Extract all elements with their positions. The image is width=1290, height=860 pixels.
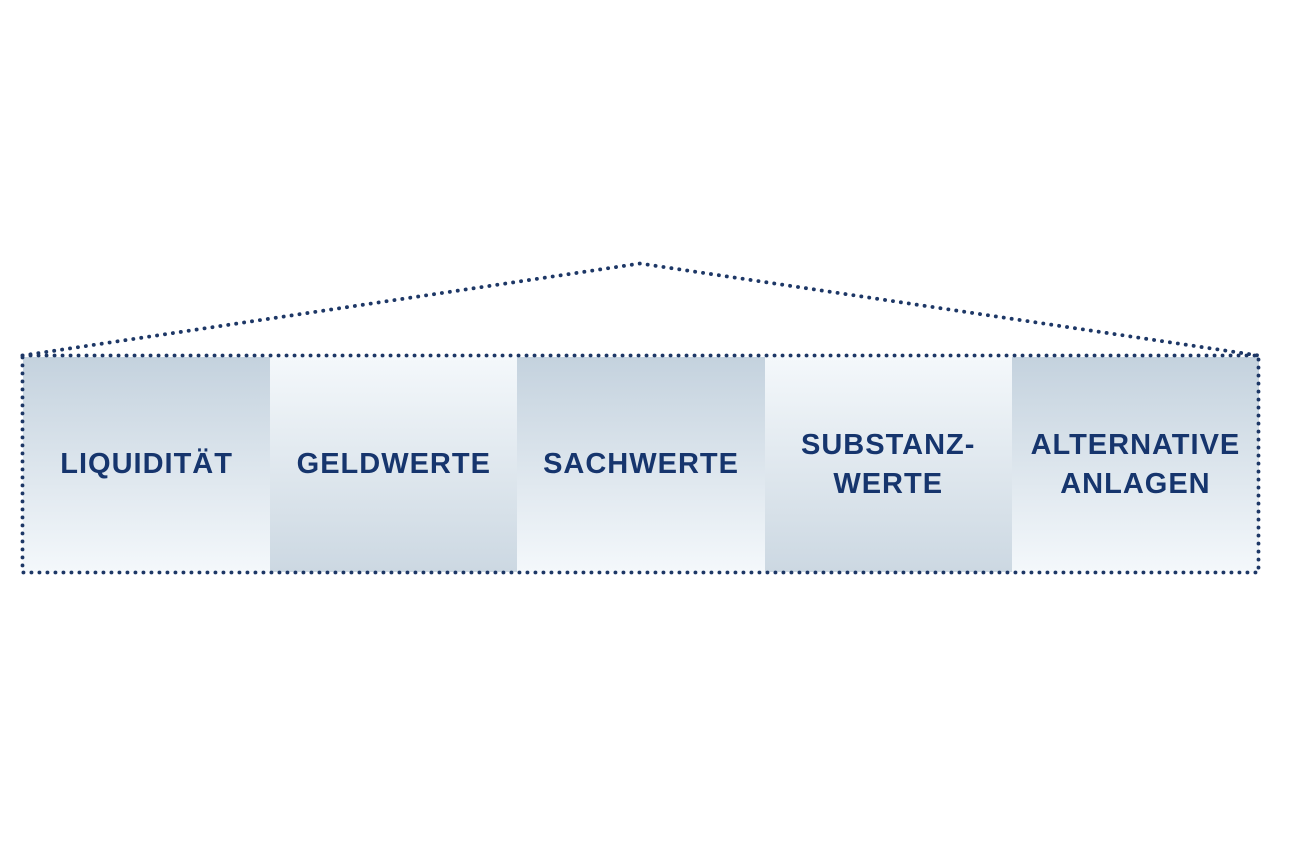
box-liquiditaet: LIQUIDITÄT [23, 357, 271, 572]
asset-class-label: LIQUIDITÄT [60, 448, 233, 480]
box-geldwerte: GELDWERTE [270, 357, 518, 572]
asset-class-label: SUBSTANZ- WERTE [801, 428, 976, 500]
box-sachwerte: SACHWERTE [517, 357, 765, 572]
asset-class-row: LIQUIDITÄT GELDWERTE SACHWERTE SUBSTANZ-… [23, 357, 1260, 572]
asset-class-label: GELDWERTE [296, 448, 491, 480]
box-alternative-anlagen: ALTERNATIVE ANLAGEN [1011, 357, 1260, 572]
asset-class-label: SACHWERTE [543, 448, 739, 480]
asset-class-label: ALTERNATIVE ANLAGEN [1030, 428, 1241, 500]
roof-dotted-line [20, 261, 1261, 358]
box-substanzwerte: SUBSTANZ- WERTE [764, 357, 1012, 572]
